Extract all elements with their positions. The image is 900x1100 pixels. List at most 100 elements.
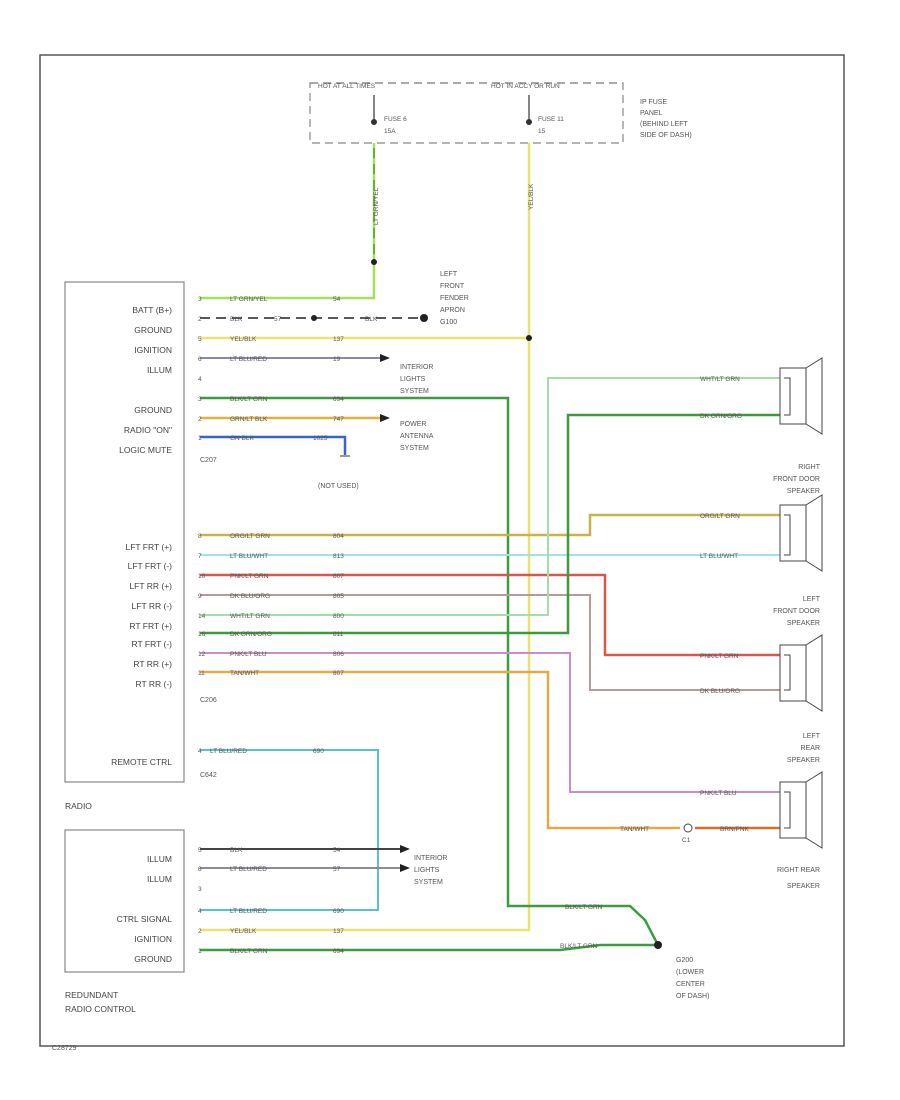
color-spk-2: LT BLU/WHT xyxy=(230,553,268,560)
ground-g100-terminal xyxy=(420,314,428,322)
speaker-rf-wire-1: WHT/LT GRN xyxy=(700,376,740,383)
wire-ground-g200 xyxy=(200,396,660,946)
pin-illum: 6 xyxy=(198,356,202,363)
color-remote: LT BLU/RED xyxy=(210,748,247,755)
arrow-red-illum-2 xyxy=(400,864,410,872)
speaker-rr-terminals xyxy=(784,791,791,829)
radio-spk-rt-frt-neg: RT FRT (-) xyxy=(132,639,173,649)
g200-label-2: (LOWER xyxy=(676,969,704,976)
wire-rt-rr-neg xyxy=(200,670,680,830)
radio-label-radio-on: RADIO "ON" xyxy=(124,425,172,435)
g200-label-4: OF DASH) xyxy=(676,993,709,1000)
speaker-left-rear: PNK/LT GRN DK BLU/ORG LEFT REAR SPEAKER xyxy=(700,634,823,764)
radio-spk-lft-frt-pos: LFT FRT (+) xyxy=(125,542,172,552)
speaker-rr-label-1: RIGHT REAR xyxy=(777,867,820,874)
redundant-control: ILLUM ILLUM CTRL SIGNAL IGNITION GROUND … xyxy=(64,829,447,1014)
speaker-rf-label-3: SPEAKER xyxy=(787,488,820,495)
connector-c1-label: C1 xyxy=(682,837,691,844)
circuit-ground-2: 694 xyxy=(333,396,344,403)
pin-batt: 3 xyxy=(198,296,202,303)
wire-red-ground xyxy=(200,943,658,952)
pin-ignition: 5 xyxy=(198,336,202,343)
fuse-right-rating: 15 xyxy=(538,128,546,135)
antenna-label-2: ANTENNA xyxy=(400,433,434,440)
speaker-lf-label-1: LEFT xyxy=(803,596,821,603)
circuit-spk-4: 805 xyxy=(333,593,344,600)
radio-spk-rt-rr-pos: RT RR (+) xyxy=(133,659,172,669)
circuit-spk-1: 804 xyxy=(333,533,344,540)
red-pin-2: 6 xyxy=(198,866,202,873)
pin-spk-1: 8 xyxy=(198,533,202,540)
arrow-interior-lights xyxy=(380,354,390,362)
radio-label-ground: GROUND xyxy=(134,325,172,335)
red-color-4: LT BLU/RED xyxy=(230,908,267,915)
speaker-lr-label-2: REAR xyxy=(801,745,820,752)
destination-labels: LEFT FRONT FENDER APRON G100 INTERIOR LI… xyxy=(318,271,469,490)
red-pin-3: 3 xyxy=(198,886,202,893)
color-ignition: YEL/BLK xyxy=(230,336,257,343)
pin-ground: 2 xyxy=(198,316,202,323)
fuse-left-label: FUSE 6 xyxy=(384,116,407,123)
fuse-panel-label-1: IP FUSE xyxy=(640,99,667,106)
speaker-lr-cone xyxy=(805,634,823,712)
color-illum: LT BLU/RED xyxy=(230,356,267,363)
wires: LT GRN/YEL YEL/BLK xyxy=(200,143,780,952)
g200-label-3: CENTER xyxy=(676,981,705,988)
g100-label-5: G100 xyxy=(440,319,457,326)
red-pin-1: 5 xyxy=(198,847,202,854)
pin-logic-mute: 1 xyxy=(198,435,202,442)
red-circuit-6: 694 xyxy=(333,948,344,955)
color-spk-4: DK BLU/ORG xyxy=(230,593,270,600)
antenna-label-1: POWER xyxy=(400,421,426,428)
pin-spk-3: 10 xyxy=(198,573,206,580)
g100-label-2: FRONT xyxy=(440,283,465,290)
color-spk-5: WHT/LT GRN xyxy=(230,613,270,620)
red-label-illum-1: ILLUM xyxy=(147,854,172,864)
wire-lft-frt-pos xyxy=(200,513,780,537)
speaker-rf-cone xyxy=(805,357,823,435)
radio-spk-rt-rr-neg: RT RR (-) xyxy=(135,679,172,689)
diagram-frame xyxy=(39,54,845,1047)
radio-unit: BATT (B+) GROUND IGNITION ILLUM GROUND R… xyxy=(64,281,217,811)
wire-rt-rr-pos xyxy=(200,652,780,793)
speaker-lr-terminals xyxy=(784,654,791,691)
red-color-5: YEL/BLK xyxy=(230,928,257,935)
fuse-panel: HOT AT ALL TIMES HOT IN ACCY OR RUN FUSE… xyxy=(309,82,692,144)
fuse-right-label: FUSE 11 xyxy=(538,116,564,123)
redundant-name-1: REDUNDANT xyxy=(65,990,118,1000)
radio-name: RADIO xyxy=(65,801,92,811)
circuit-ground: 57 xyxy=(274,316,282,323)
g100-label-3: FENDER xyxy=(440,295,469,302)
circuit-spk-3: 807 xyxy=(333,573,344,580)
red-pin-5: 2 xyxy=(198,928,202,935)
speaker-lr-label-1: LEFT xyxy=(803,733,821,740)
speaker-rr-cone xyxy=(805,771,823,849)
pin-spk-2: 7 xyxy=(198,553,202,560)
circuit-spk-8: 807 xyxy=(333,670,344,677)
splice-ground xyxy=(311,315,317,321)
circuit-spk-7: 806 xyxy=(333,651,344,658)
ground-wire-label-2: BLK/LT GRN xyxy=(560,943,598,950)
wire-logic-mute xyxy=(200,435,347,455)
g100-label-1: LEFT xyxy=(440,271,458,278)
circuit-batt: 54 xyxy=(333,296,341,303)
radio-label-illum: ILLUM xyxy=(147,365,172,375)
interior-label-2: LIGHTS xyxy=(400,376,426,383)
pin-radio-on: 2 xyxy=(198,416,202,423)
radio-label-remote: REMOTE CTRL xyxy=(111,757,172,767)
red-circuit-5: 137 xyxy=(333,928,344,935)
red-color-6: BLK/LT GRN xyxy=(230,948,268,955)
speaker-rr-label-2: SPEAKER xyxy=(787,883,820,890)
wire-ign-vertical-label: YEL/BLK xyxy=(528,183,535,210)
radio-label-ignition: IGNITION xyxy=(134,345,172,355)
red-label-ground: GROUND xyxy=(134,954,172,964)
speaker-rf-wire-2: DK GRN/ORG xyxy=(700,413,742,420)
speaker-rf-terminals xyxy=(784,377,791,416)
speaker-rf-label-2: FRONT DOOR xyxy=(773,476,820,483)
arrow-red-illum-1 xyxy=(400,845,410,853)
red-color-2: LT BLU/RED xyxy=(230,866,267,873)
circuit-spk-6: 811 xyxy=(333,631,344,638)
red-circuit-1: 54 xyxy=(333,847,341,854)
color-logic-mute: GN BLK xyxy=(230,435,255,442)
speaker-lf-wire-2: LT BLU/WHT xyxy=(700,553,738,560)
